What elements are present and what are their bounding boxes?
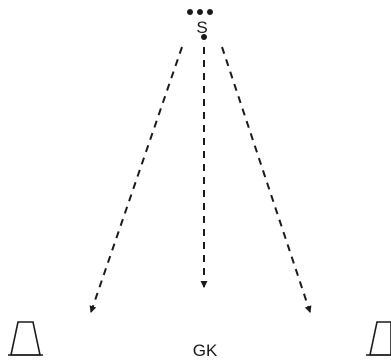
ball-dot-icon <box>197 9 203 15</box>
goalkeeper-label: GK <box>193 341 218 360</box>
cone-icon <box>366 321 391 356</box>
ball-group <box>187 9 213 40</box>
ball-dot-icon <box>201 34 207 40</box>
cone-icon <box>8 321 43 356</box>
ball-dot-icon <box>207 9 213 15</box>
shot-arrows <box>89 46 312 313</box>
shot-arrow-right <box>221 46 312 313</box>
shooter-label: S <box>196 18 207 37</box>
ball-dot-icon <box>187 9 193 15</box>
shot-arrow-left <box>89 46 183 313</box>
